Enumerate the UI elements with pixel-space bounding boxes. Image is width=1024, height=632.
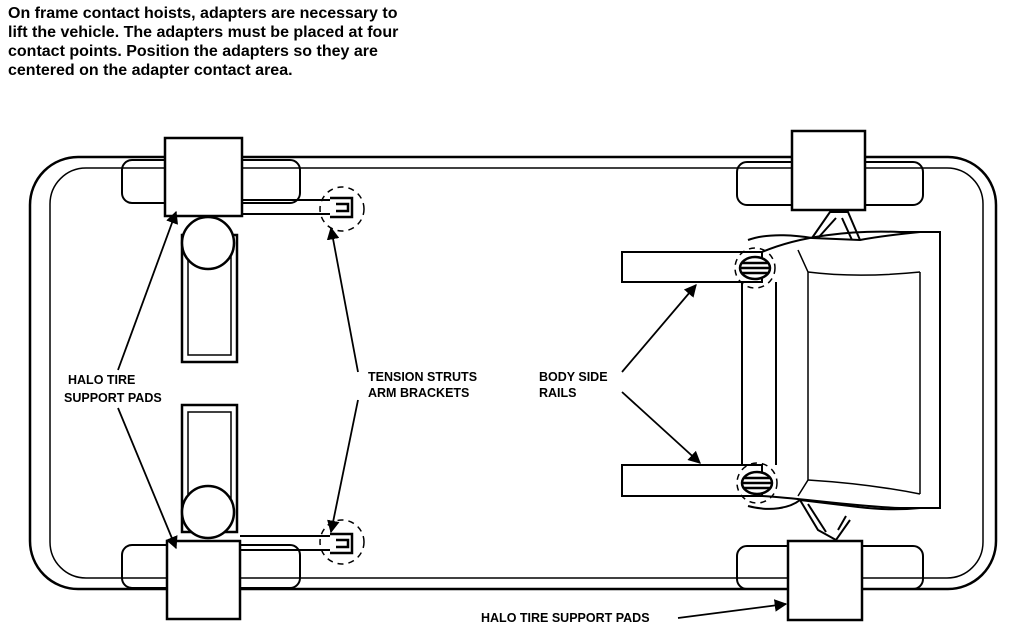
label-halo-left-2: SUPPORT PADS bbox=[64, 391, 162, 405]
label-halo-bottom: HALO TIRE SUPPORT PADS bbox=[481, 611, 650, 625]
body-side-rail-bottom bbox=[621, 464, 763, 497]
rear-frame-inner bbox=[797, 249, 809, 497]
rear-linkage-top-bar bbox=[747, 231, 921, 242]
leader-halo-bottom-right bbox=[677, 599, 788, 619]
rear-frame-curve-top bbox=[807, 271, 921, 276]
rear-linkage-bottom bbox=[799, 499, 851, 542]
leader-strut-bottom bbox=[327, 399, 359, 534]
suspension-disc-bottom bbox=[180, 484, 236, 540]
vehicle-body-outer bbox=[28, 155, 998, 591]
rear-linkage-bottom-bar bbox=[747, 498, 921, 511]
leader-halo-top bbox=[117, 210, 179, 371]
bracket-bottom bbox=[330, 532, 354, 555]
intro-line: On frame contact hoists, adapters are ne… bbox=[8, 5, 398, 22]
rear-linkage-top bbox=[811, 211, 861, 241]
halo-pad-rear-right bbox=[786, 539, 864, 622]
leader-halo-bottom bbox=[117, 407, 178, 550]
leader-strut-top bbox=[326, 226, 359, 373]
label-tension-struts-2: ARM BRACKETS bbox=[368, 386, 469, 400]
bracket-top-circle bbox=[319, 186, 365, 232]
leader-rail-bottom bbox=[621, 391, 701, 464]
intro-line: contact points. Position the adapters so… bbox=[8, 43, 378, 60]
intro-line: centered on the adapter contact area. bbox=[8, 62, 293, 79]
rail-contact-bottom-pad bbox=[740, 470, 774, 496]
bracket-bottom-circle bbox=[319, 519, 365, 565]
rail-contact-top-pad bbox=[738, 255, 772, 281]
label-tension-struts-1: TENSION STRUTS bbox=[368, 370, 477, 384]
vehicle-body-inner bbox=[49, 167, 984, 579]
halo-pad-rear-left bbox=[165, 539, 242, 621]
leader-rail-top bbox=[621, 284, 697, 373]
halo-pad-front-left bbox=[163, 136, 244, 218]
rail-contact-bottom-circle bbox=[736, 462, 778, 504]
rail-contact-top-circle bbox=[734, 247, 776, 289]
rear-frame-curve-bottom bbox=[807, 479, 921, 495]
bracket-top bbox=[330, 196, 354, 219]
intro-text: On frame contact hoists, adapters are ne… bbox=[8, 4, 528, 80]
label-body-side-rails-1: BODY SIDE bbox=[539, 370, 608, 384]
intro-line: lift the vehicle. The adapters must be p… bbox=[8, 24, 399, 41]
label-halo-left-1: HALO TIRE bbox=[68, 373, 135, 387]
label-body-side-rails-2: RAILS bbox=[539, 386, 577, 400]
suspension-disc-top bbox=[180, 215, 236, 271]
halo-pad-front-right bbox=[790, 129, 867, 212]
